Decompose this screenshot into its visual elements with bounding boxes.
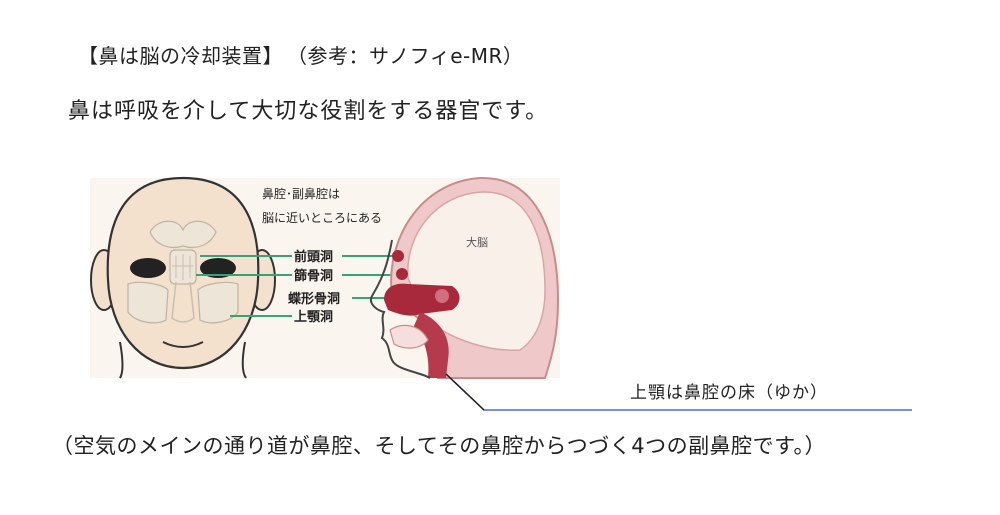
caption: （空気のメインの通り道が鼻腔、そしてその鼻腔からつづく4つの副鼻腔です。） bbox=[52, 434, 826, 458]
maxilla-floor-label: 上顎は鼻腔の床（ゆか） bbox=[630, 383, 828, 403]
subtitle: 鼻は呼吸を介して大切な役割をする器官です。 bbox=[68, 99, 549, 124]
note-line-2: 脳に近いところにある bbox=[262, 211, 382, 225]
page-title: 【鼻は脳の冷却装置】 （参考：サノフィe-MR） bbox=[78, 40, 523, 69]
note-line-1: 鼻腔･副鼻腔は bbox=[262, 186, 340, 201]
label-maxillary-sinus: 上顎洞 bbox=[294, 310, 333, 325]
right-maxillary-sinus-shape bbox=[197, 281, 239, 324]
nose bbox=[171, 281, 195, 323]
label-frontal-sinus: 前頭洞 bbox=[294, 249, 333, 265]
pharynx-tissue bbox=[414, 312, 449, 378]
face-profile bbox=[370, 239, 431, 379]
left-maxillary-sinus-shape bbox=[127, 281, 169, 324]
sphenoid-sinus-side bbox=[435, 289, 449, 303]
title-main: 【鼻は脳の冷却装置】 bbox=[78, 44, 283, 68]
label-sphenoid-sinus: 蝶形骨洞 bbox=[288, 291, 340, 307]
front-face-illustration bbox=[90, 176, 276, 379]
mouth bbox=[162, 341, 204, 348]
frontal-sinus-side bbox=[392, 250, 404, 262]
mouth-cavity bbox=[389, 324, 429, 349]
title-reference: （参考：サノフィe-MR） bbox=[297, 44, 524, 68]
left-eye bbox=[130, 258, 166, 278]
label-cerebrum: 大脳 bbox=[466, 235, 488, 249]
ethmoid-cells bbox=[172, 254, 194, 280]
right-eye bbox=[200, 258, 236, 278]
floor-pointer-lead bbox=[445, 373, 485, 411]
label-ethmoid-sinus: 篩骨洞 bbox=[294, 268, 333, 284]
sagittal-section-illustration bbox=[370, 176, 560, 379]
ethmoid-sinus-side bbox=[396, 268, 408, 280]
frontal-sinus-shape bbox=[149, 220, 217, 249]
neck bbox=[119, 341, 247, 379]
